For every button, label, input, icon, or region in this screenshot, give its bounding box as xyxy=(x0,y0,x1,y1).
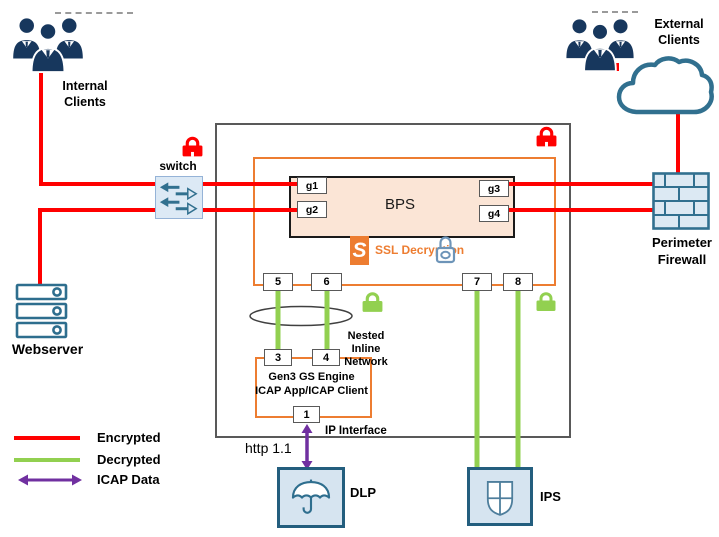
switch-arrows-icon xyxy=(159,182,198,216)
switch-node xyxy=(155,176,203,219)
umbrella-icon xyxy=(291,479,331,514)
red-lock-icon xyxy=(181,136,204,157)
red-lock-icon xyxy=(535,126,558,147)
clipped-text-artifact xyxy=(55,12,133,14)
webserver-label: Webserver xyxy=(11,341,84,357)
legend-swatches xyxy=(14,436,82,486)
bps-port-g4: g4 xyxy=(479,205,509,222)
dlp-label: DLP xyxy=(350,485,376,500)
shield-icon xyxy=(486,480,514,516)
green-lock-icon xyxy=(361,291,384,313)
ips-label: IPS xyxy=(540,489,561,504)
bps-port-g1: g1 xyxy=(297,177,327,194)
bps-port-g3: g3 xyxy=(479,180,509,197)
internal-clients-label: Internal Clients xyxy=(62,79,108,109)
external-clients-label: External Clients xyxy=(654,17,704,47)
ips-node xyxy=(467,467,533,526)
nested-inline-network-label: Nested Inline Network xyxy=(344,330,388,368)
dlp-node xyxy=(277,467,345,528)
ssl-decryption-logo: S xyxy=(350,236,369,265)
port-8: 8 xyxy=(503,273,533,291)
port-4: 4 xyxy=(312,349,340,366)
bps-label: BPS xyxy=(384,196,415,213)
internet-cloud-icon xyxy=(616,56,714,115)
port-5: 5 xyxy=(263,273,293,291)
clipped-text-artifact xyxy=(592,11,638,13)
gen3-engine-label: Gen3 GS Engine ICAP App/ICAP Client xyxy=(255,371,368,397)
bps-port-g2: g2 xyxy=(297,201,327,218)
internal-clients-icon xyxy=(9,16,87,74)
ip-interface-label: IP Interface xyxy=(325,425,387,437)
port-3: 3 xyxy=(264,349,292,366)
switch-label: switch xyxy=(159,159,197,173)
port-1: 1 xyxy=(293,406,320,423)
webserver-icon xyxy=(15,283,68,339)
legend-icap-arrow xyxy=(18,474,82,486)
padlock-outline-icon xyxy=(435,236,456,264)
port-7: 7 xyxy=(462,273,492,291)
firewall-icon xyxy=(652,172,710,230)
legend-encrypted-label: Encrypted xyxy=(97,430,161,445)
green-lock-icon xyxy=(535,291,557,312)
legend-decrypted-label: Decrypted xyxy=(97,452,161,467)
legend-icap-label: ICAP Data xyxy=(97,472,160,487)
http-protocol-label: http 1.1 xyxy=(245,440,292,456)
port-6: 6 xyxy=(311,273,342,291)
perimeter-firewall-label: Perimeter Firewall xyxy=(652,235,712,267)
